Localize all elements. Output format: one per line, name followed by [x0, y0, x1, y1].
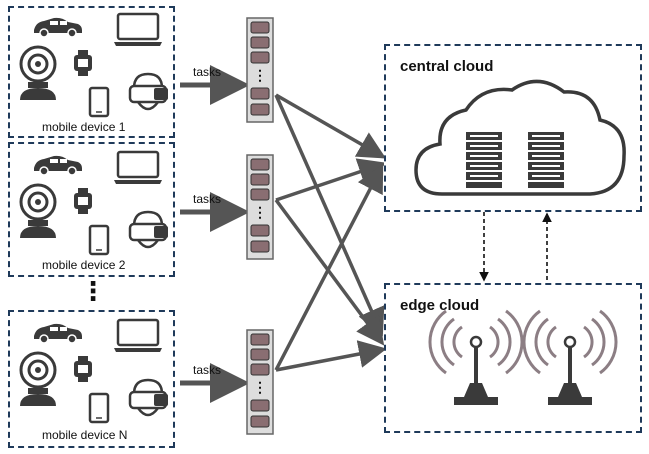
- device-label: mobile device 2: [42, 258, 126, 272]
- laptop-icon: [114, 150, 162, 184]
- vr-headset-icon: [128, 72, 168, 111]
- laptop-icon: [114, 318, 162, 352]
- phone-icon: [88, 224, 110, 256]
- task-queue-n: ⋮: [246, 329, 274, 435]
- link-q1-central: [275, 93, 387, 159]
- mobile-device-2-box: mobile device 2: [8, 142, 175, 277]
- smartwatch-icon: [74, 188, 92, 214]
- link-q1-edge: [274, 94, 385, 337]
- task-label-n: tasks: [193, 363, 222, 377]
- link-qn-edge: [275, 340, 387, 372]
- central-cloud-box: central cloud: [384, 44, 642, 212]
- mobile-device-1-box: mobile device 1: [8, 6, 175, 138]
- vr-headset-icon: [128, 378, 168, 417]
- svg-text:⋮: ⋮: [253, 67, 267, 83]
- svg-text:⋮: ⋮: [253, 379, 267, 395]
- phone-icon: [88, 86, 110, 118]
- car-icon: [34, 323, 82, 344]
- task-label-2: tasks: [193, 192, 222, 206]
- antennas: [428, 309, 618, 405]
- server-rack-icon: [466, 132, 502, 188]
- more-devices-ellipsis: ⋮: [80, 276, 106, 306]
- central-cloud-title: central cloud: [400, 58, 494, 75]
- antenna-icon: [428, 309, 524, 405]
- task-queue-2: ⋮: [246, 154, 274, 260]
- smartwatch-icon: [74, 356, 92, 382]
- laptop-icon: [114, 12, 162, 46]
- task-queue-1: ⋮: [246, 17, 274, 123]
- webcam-icon: [19, 45, 57, 100]
- server-rack-icon: [528, 132, 564, 188]
- cloud-icon: [414, 79, 626, 196]
- car-icon: [34, 17, 82, 38]
- webcam-icon: [19, 351, 57, 406]
- device-icons: [19, 318, 168, 424]
- smartwatch-icon: [74, 50, 92, 76]
- task-queues: ⋮ ⋮ ⋮: [246, 17, 274, 435]
- device-label: mobile device 1: [42, 120, 126, 134]
- edge-cloud-title: edge cloud: [400, 297, 480, 314]
- mobile-device-n-box: mobile device N: [8, 310, 175, 448]
- device-icons: [19, 12, 168, 118]
- svg-text:⋮: ⋮: [253, 204, 267, 220]
- webcam-icon: [19, 183, 57, 238]
- link-qn-central: [274, 163, 384, 371]
- car-icon: [34, 155, 82, 176]
- device-label: mobile device N: [42, 428, 128, 442]
- edge-cloud-box: edge cloud: [384, 283, 642, 433]
- antenna-icon: [522, 309, 618, 405]
- link-q2-central: [275, 158, 387, 202]
- device-icons: [19, 150, 168, 256]
- phone-icon: [88, 392, 110, 424]
- task-label-1: tasks: [193, 65, 222, 79]
- vr-headset-icon: [128, 210, 168, 249]
